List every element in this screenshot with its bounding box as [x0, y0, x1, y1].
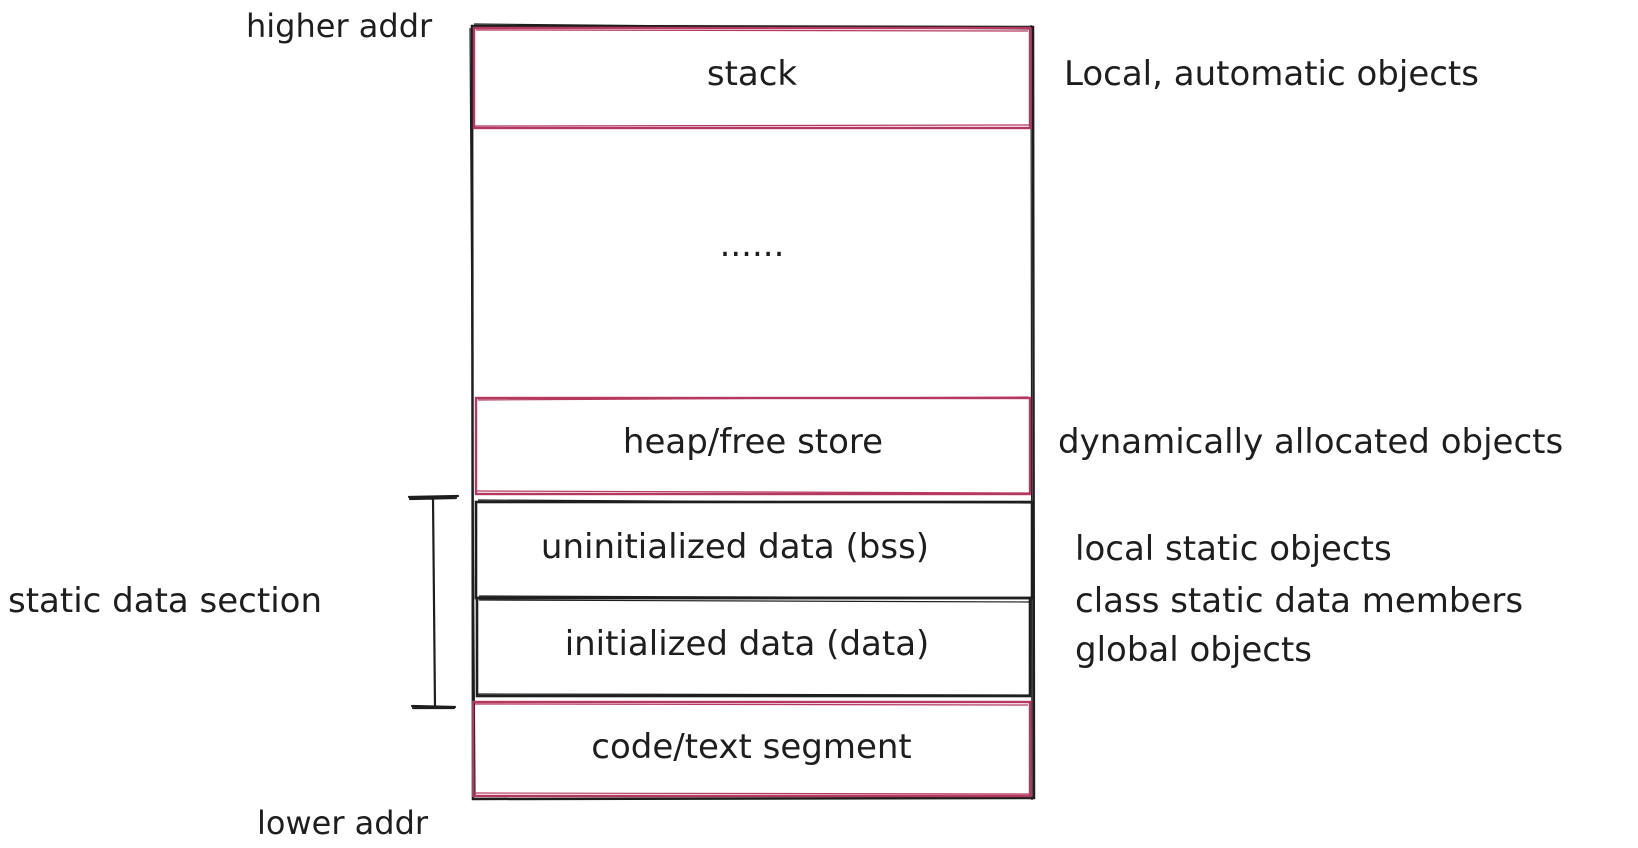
static-member-class: class static data members: [1075, 581, 1524, 621]
static-member-local: local static objects: [1075, 529, 1392, 569]
heap-description: dynamically allocated objects: [1058, 422, 1564, 462]
segment-box-stack-sketch: [474, 29, 1030, 127]
static-section-label: static data section: [8, 581, 323, 621]
static-member-global: global objects: [1075, 630, 1312, 670]
segment-box-code-sketch: [473, 703, 1030, 795]
segment-box-heap-sketch: [476, 396, 1030, 494]
segment-label-code: code/text segment: [591, 727, 912, 767]
stack-description: Local, automatic objects: [1064, 54, 1479, 94]
segment-label-gap: ......: [719, 225, 785, 265]
static-section-bracket: [407, 494, 460, 710]
segment-label-data: initialized data (data): [564, 624, 930, 664]
segment-label-stack: stack: [706, 54, 798, 94]
segment-box-data-sketch: [477, 599, 1032, 696]
higher-addr-label: higher addr: [246, 7, 433, 45]
segment-label-heap: heap/free store: [622, 422, 884, 462]
segment-box-data: [475, 596, 1032, 698]
segment-box-code: [471, 700, 1032, 798]
segment-label-bss: uninitialized data (bss): [540, 527, 930, 567]
segment-box-stack: [472, 26, 1032, 130]
lower-addr-label: lower addr: [257, 804, 429, 842]
memory-column-outline-sketch: [469, 23, 1033, 801]
memory-column-outline: [470, 24, 1036, 801]
